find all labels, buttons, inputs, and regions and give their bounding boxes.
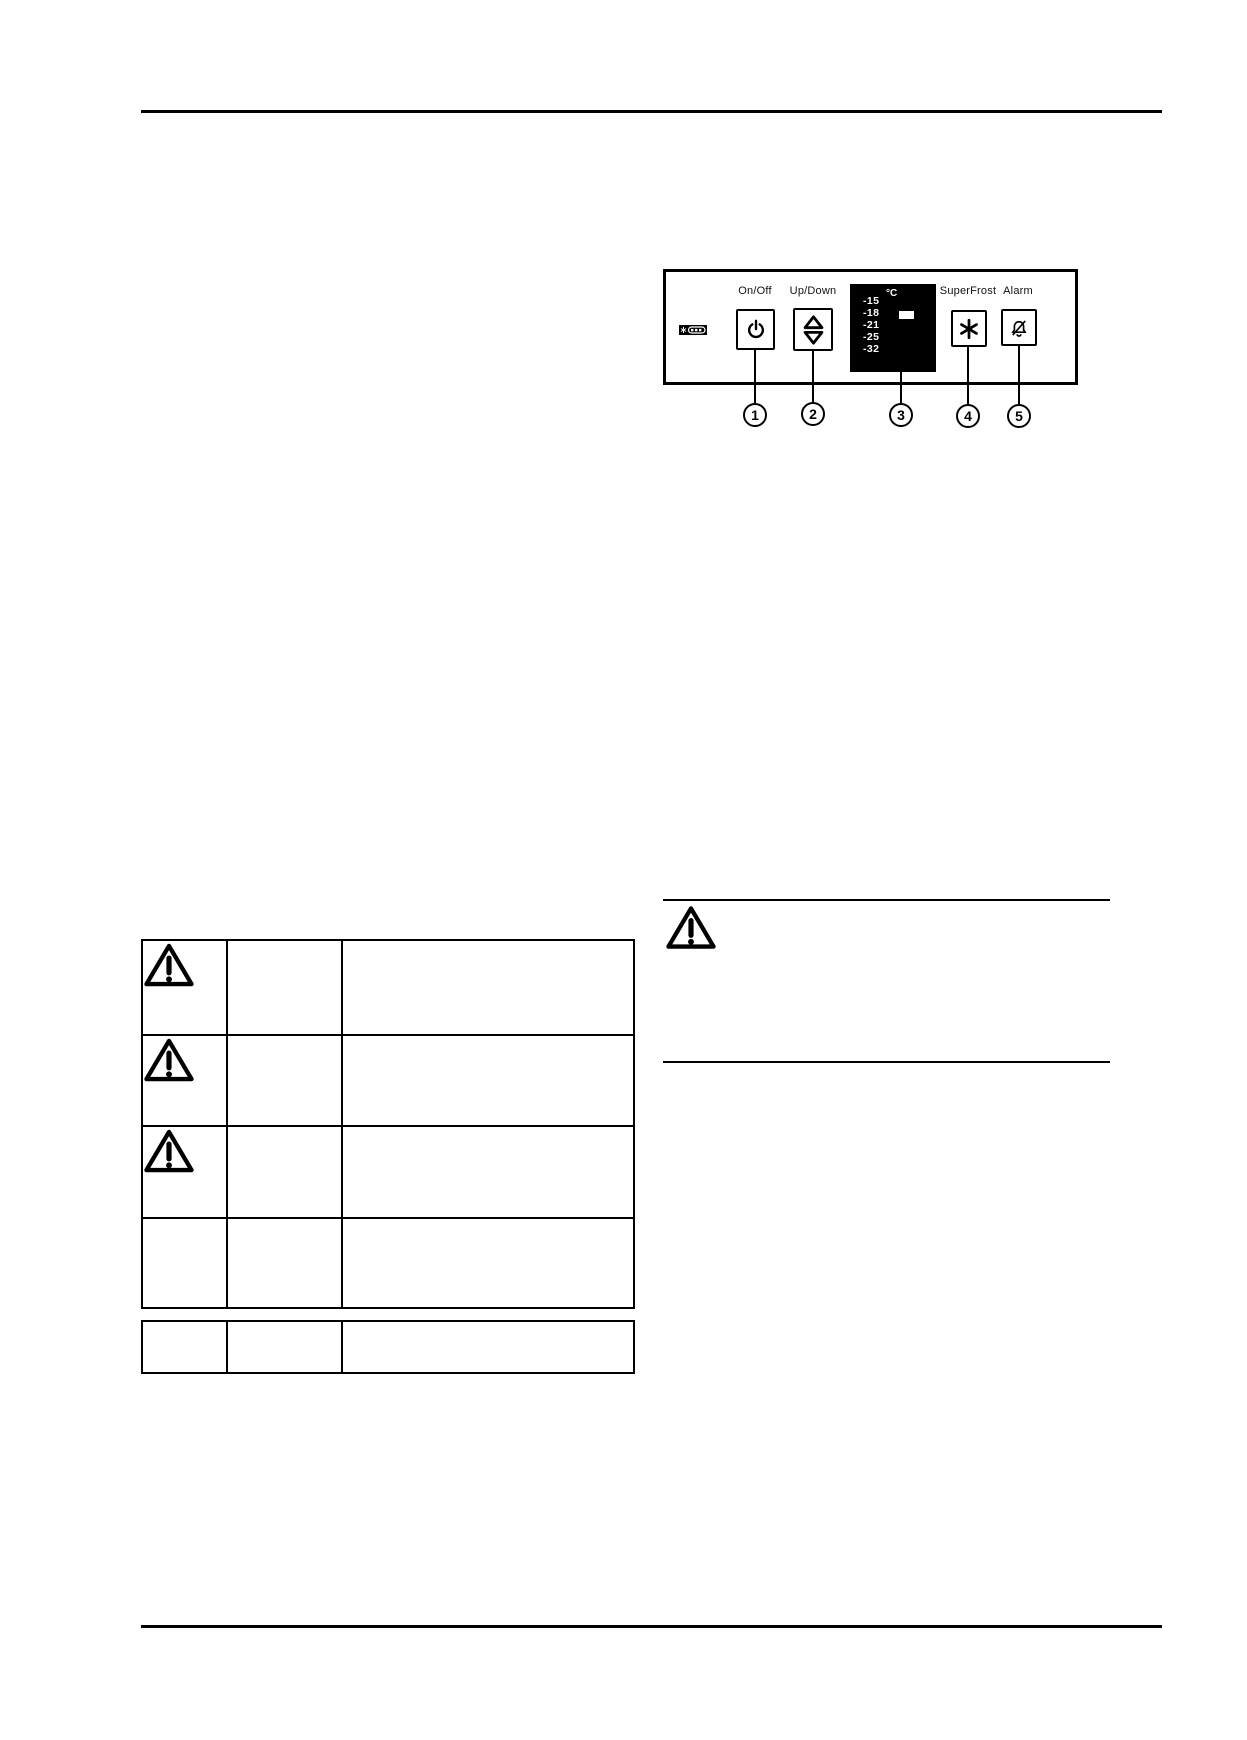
note-bottom-rule <box>663 1061 1110 1063</box>
table-row <box>141 1125 635 1219</box>
warning-triangle-icon <box>144 1129 194 1173</box>
bottom-rule <box>141 1625 1162 1628</box>
note-top-rule <box>663 899 1110 901</box>
callout-line-2 <box>812 351 814 403</box>
warning-table <box>141 939 635 1309</box>
temp-value: -32 <box>863 343 880 355</box>
warning-triangle-icon <box>144 943 194 987</box>
table-cell <box>226 1034 343 1127</box>
alarm-label: Alarm <box>1003 285 1033 297</box>
temp-value: -21 <box>863 319 880 331</box>
warning-triangle-icon <box>666 906 716 949</box>
up-down-arrows-icon <box>803 314 823 345</box>
superfrost-button <box>951 310 987 347</box>
table-cell <box>141 1217 228 1309</box>
alarm-button <box>1001 309 1037 346</box>
table-cell <box>341 939 635 1036</box>
callout-line-3 <box>900 372 902 403</box>
updown-label: Up/Down <box>789 285 837 297</box>
top-rule <box>141 110 1162 113</box>
celsius-unit: °C <box>886 288 898 299</box>
callout-line-1 <box>754 350 756 403</box>
snowflake-asterisk-icon <box>960 318 978 339</box>
alarm-bell-muted-icon <box>1011 319 1027 337</box>
temp-value: -18 <box>863 307 880 319</box>
table-cell <box>141 939 228 1036</box>
table-row <box>141 1034 635 1127</box>
table-cell <box>226 1320 343 1374</box>
warning-table-footer <box>141 1320 635 1374</box>
superfrost-label: SuperFrost <box>939 285 997 297</box>
callout-5: 5 <box>1007 404 1031 428</box>
table-row <box>141 1320 635 1374</box>
table-cell <box>341 1320 635 1374</box>
callout-1: 1 <box>743 403 767 427</box>
callout-line-5 <box>1018 346 1020 404</box>
frozen-food-indicator-icon <box>679 325 707 335</box>
table-cell <box>341 1034 635 1127</box>
table-cell <box>141 1125 228 1219</box>
control-panel-diagram: On/Off Up/Down SuperFrost Alarm °C -15 -… <box>663 269 1078 385</box>
callout-line-4 <box>967 347 969 404</box>
temp-value: -25 <box>863 331 880 343</box>
callout-4: 4 <box>956 404 980 428</box>
onoff-button <box>736 309 775 350</box>
table-cell <box>141 1034 228 1127</box>
table-cell <box>341 1217 635 1309</box>
table-cell <box>226 1217 343 1309</box>
temperature-display: °C -15 -18 -21 -25 -32 <box>850 284 936 372</box>
temp-value: -15 <box>863 295 880 307</box>
temperature-scale: -15 -18 -21 -25 -32 <box>863 295 879 355</box>
callout-2: 2 <box>801 402 825 426</box>
table-cell <box>141 1320 228 1374</box>
table-cell <box>226 939 343 1036</box>
table-row <box>141 939 635 1036</box>
warning-triangle-icon <box>144 1038 194 1082</box>
table-cell <box>226 1125 343 1219</box>
updown-button <box>793 308 833 351</box>
setpoint-indicator <box>899 311 914 319</box>
table-cell <box>341 1125 635 1219</box>
power-icon <box>747 319 764 338</box>
table-row <box>141 1217 635 1309</box>
callout-3: 3 <box>889 403 913 427</box>
onoff-label: On/Off <box>738 285 772 297</box>
